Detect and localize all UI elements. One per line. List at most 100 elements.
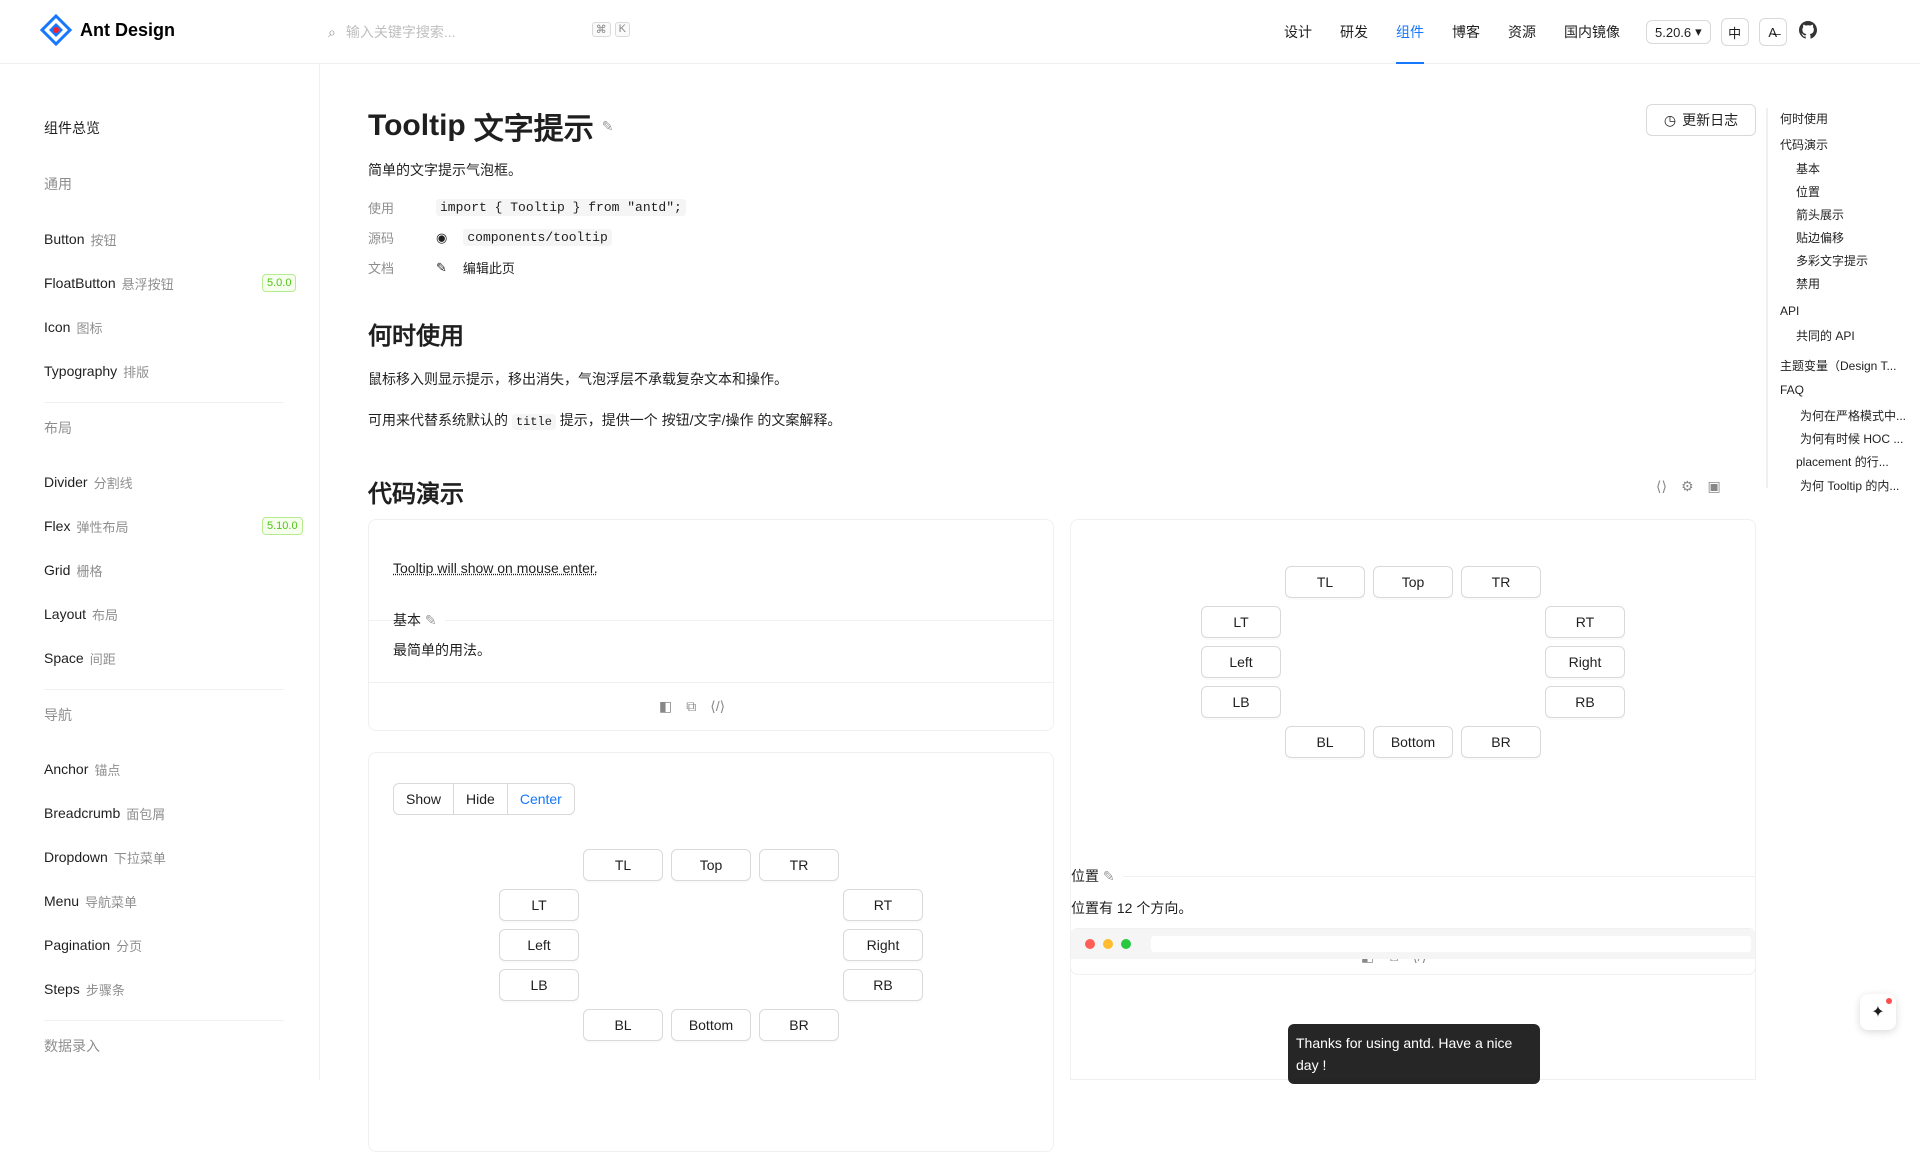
expand-code-icon[interactable]: ⟨⟩ xyxy=(1656,478,1667,494)
btn-tr[interactable]: TR xyxy=(1461,566,1541,598)
edit-page-link[interactable]: 编辑此页 xyxy=(462,261,515,276)
sidebar-item-en: Flex xyxy=(44,518,71,534)
github-icon[interactable] xyxy=(1798,20,1817,44)
btn-lt[interactable]: LT xyxy=(499,889,579,921)
toc-item[interactable]: 位置 xyxy=(1796,185,1821,199)
logo[interactable]: Ant Design xyxy=(40,14,175,46)
btn-bottom[interactable]: Bottom xyxy=(671,1009,751,1041)
nav-blog[interactable]: 博客 xyxy=(1452,24,1480,40)
arrow-segmented[interactable]: Show Hide Center xyxy=(393,783,575,815)
btn-tr[interactable]: TR xyxy=(759,849,839,881)
toc-item[interactable]: 为何 Tooltip 的内... xyxy=(1800,479,1900,493)
meta-use-label: 使用 xyxy=(368,201,395,216)
toc-item[interactable]: 为何有时候 HOC ... xyxy=(1800,432,1904,446)
toc-item[interactable]: placement 的行... xyxy=(1796,455,1889,469)
toc-item[interactable]: 基本 xyxy=(1796,162,1821,176)
language-button[interactable]: 中 xyxy=(1720,18,1749,46)
tooltip-trigger-text[interactable]: Tooltip will show on mouse enter. xyxy=(393,560,598,576)
toc-item[interactable]: 多彩文字提示 xyxy=(1796,254,1869,268)
btn-right[interactable]: Right xyxy=(843,929,923,961)
nav-design[interactable]: 设计 xyxy=(1284,24,1312,40)
sidebar-item-overview[interactable]: 组件总览 xyxy=(44,120,100,136)
btn-left[interactable]: Left xyxy=(499,929,579,961)
float-magic-button[interactable]: ✦ xyxy=(1860,994,1896,1030)
edit-icon: ✎ xyxy=(436,259,447,275)
btn-tl[interactable]: TL xyxy=(1285,566,1365,598)
btn-bl[interactable]: BL xyxy=(583,1009,663,1041)
version-select[interactable]: 5.20.6 ▾ xyxy=(1646,20,1711,44)
bug-icon[interactable]: ⚙ xyxy=(1680,478,1694,494)
theme-icon[interactable]: ▣ xyxy=(1707,478,1721,494)
btn-top[interactable]: Top xyxy=(671,849,751,881)
nav-resources[interactable]: 资源 xyxy=(1508,24,1536,40)
btn-tl[interactable]: TL xyxy=(583,849,663,881)
search-input[interactable]: 输入关键字搜索... xyxy=(345,24,456,40)
toc-item[interactable]: 何时使用 xyxy=(1780,112,1829,126)
toc-item[interactable]: API xyxy=(1780,304,1800,318)
toc-item[interactable]: 主题变量（Design T... xyxy=(1780,359,1897,373)
seg-show[interactable]: Show xyxy=(394,784,455,814)
sidebar-group-general: 通用 xyxy=(44,176,72,192)
btn-rb[interactable]: RB xyxy=(843,969,923,1001)
btn-right[interactable]: Right xyxy=(1545,646,1625,678)
btn-rt[interactable]: RT xyxy=(843,889,923,921)
toc-item[interactable]: 箭头展示 xyxy=(1796,208,1845,222)
edit-icon[interactable]: ✎ xyxy=(424,612,437,628)
copy-icon[interactable]: ⧉ xyxy=(686,698,697,714)
p2-text-a: 可用来代替系统默认的 xyxy=(368,412,508,428)
edit-icon[interactable]: ✎ xyxy=(1102,868,1115,884)
demo-actions: ⟨⟩ ⚙ ▣ xyxy=(1656,478,1721,495)
code-expand-icon[interactable]: ⟨/⟩ xyxy=(710,698,726,714)
search-box[interactable]: ⌕ 输入关键字搜索... ⌘ K xyxy=(328,20,638,44)
toc-item[interactable]: 共同的 API xyxy=(1796,329,1855,343)
sidebar-item-zh: 排版 xyxy=(123,364,150,380)
changelog-button[interactable]: ◷ 更新日志 xyxy=(1646,104,1756,136)
toc-item[interactable]: 禁用 xyxy=(1796,277,1821,291)
toc-item[interactable]: 贴边偏移 xyxy=(1796,231,1845,245)
sidebar-item-en: Menu xyxy=(44,893,80,909)
close-dot xyxy=(1085,939,1095,949)
toc-item[interactable]: 为何在严格模式中... xyxy=(1800,409,1907,423)
toc-item[interactable]: 代码演示 xyxy=(1780,138,1829,152)
seg-center[interactable]: Center xyxy=(519,791,562,807)
btn-bl[interactable]: BL xyxy=(1285,726,1365,758)
direction-button[interactable]: A̶ xyxy=(1758,18,1787,46)
btn-lt[interactable]: LT xyxy=(1201,606,1281,638)
toc-item[interactable]: FAQ xyxy=(1780,383,1805,397)
codesandbox-icon[interactable]: ◧ xyxy=(659,698,673,714)
header: Ant Design ⌕ 输入关键字搜索... ⌘ K 设计 研发 组件 博客 … xyxy=(0,0,1920,64)
github-small-icon: ◉ xyxy=(436,229,448,245)
btn-top[interactable]: Top xyxy=(1373,566,1453,598)
btn-bottom[interactable]: Bottom xyxy=(1373,726,1453,758)
btn-lb[interactable]: LB xyxy=(1201,686,1281,718)
nav-components[interactable]: 组件 xyxy=(1382,0,1438,64)
btn-left[interactable]: Left xyxy=(1201,646,1281,678)
btn-rt[interactable]: RT xyxy=(1545,606,1625,638)
btn-lb[interactable]: LB xyxy=(499,969,579,1001)
source-link[interactable]: components/tooltip xyxy=(463,229,612,246)
import-code[interactable]: import { Tooltip } from "antd"; xyxy=(436,199,686,216)
seg-hide[interactable]: Hide xyxy=(454,784,508,814)
btn-br[interactable]: BR xyxy=(1461,726,1541,758)
edit-icon[interactable]: ✎ xyxy=(601,117,614,134)
btn-br[interactable]: BR xyxy=(759,1009,839,1041)
nav-develop[interactable]: 研发 xyxy=(1340,24,1368,40)
btn-rb[interactable]: RB xyxy=(1545,686,1625,718)
nav-mirror[interactable]: 国内镜像 xyxy=(1564,24,1620,40)
